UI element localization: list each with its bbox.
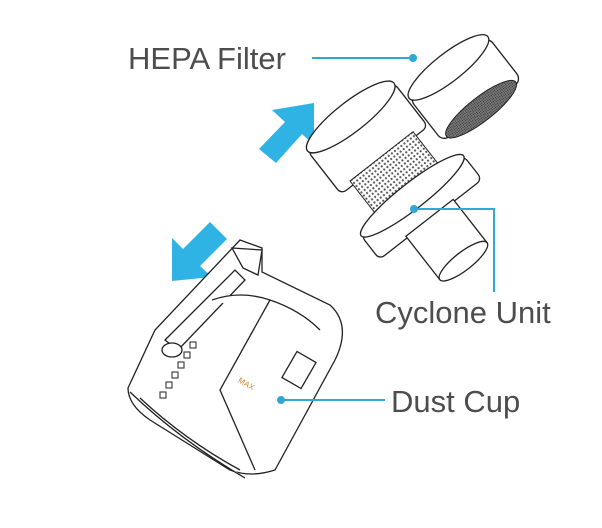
hepa-callout-line xyxy=(312,54,417,62)
dust-cup-label: Dust Cup xyxy=(391,384,520,419)
dust-cup-part: MAX xyxy=(127,239,344,479)
cyclone-unit-part xyxy=(305,80,489,282)
remove-up-arrow-icon xyxy=(259,103,314,163)
dust-cup-callout-line xyxy=(277,396,385,404)
cyclone-callout-line xyxy=(410,205,495,292)
hepa-filter-label: HEPA Filter xyxy=(128,41,286,76)
hepa-filter-part xyxy=(407,34,520,139)
cyclone-unit-label: Cyclone Unit xyxy=(375,295,551,330)
remove-down-arrow-icon xyxy=(172,222,227,281)
